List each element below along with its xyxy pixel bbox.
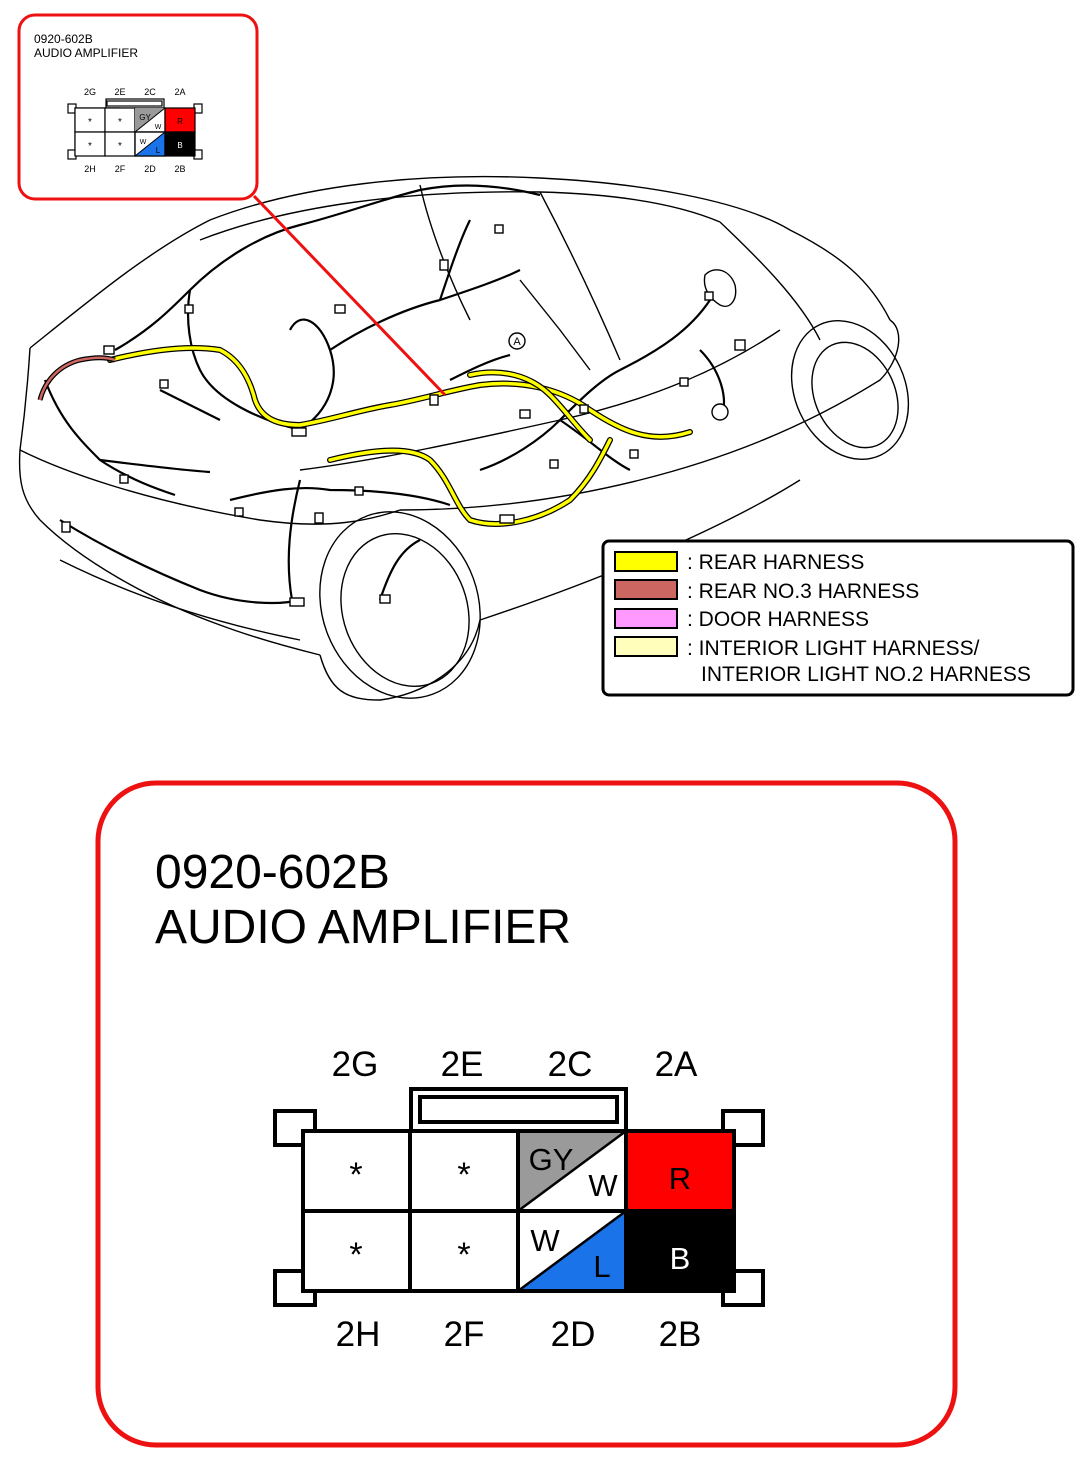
pin-label-2g: 2G [332, 1045, 379, 1084]
cell-2d-lower-label: L [593, 1249, 610, 1284]
pin-label-2f: 2F [444, 1315, 485, 1354]
cell-2e [408, 1129, 520, 1213]
small-pin-2c: 2C [144, 87, 156, 97]
small-pin-2g: 2G [84, 87, 96, 97]
small-pin-2h: 2H [84, 164, 96, 174]
small-cell-2c-lower: W [155, 124, 162, 131]
legend-label-door: : DOOR HARNESS [687, 608, 869, 631]
legend-label-rear-no3: : REAR NO.3 HARNESS [687, 580, 919, 603]
rear-no3-harness [37, 355, 116, 401]
legend-label-interior-light-no2: INTERIOR LIGHT NO.2 HARNESS [701, 663, 1031, 686]
small-cell-2h: * [88, 141, 92, 152]
small-pin-2d: 2D [144, 164, 156, 174]
rear-harness [107, 345, 693, 527]
harness-connectors [61, 224, 746, 607]
large-callout: 0920-602B AUDIO AMPLIFIER 2G 2E 2C 2A 2H… [95, 780, 958, 1448]
small-callout: 0920-602B AUDIO AMPLIFIER 2G 2E 2C 2A 2H… [17, 13, 259, 201]
cell-2b-label: B [670, 1241, 691, 1276]
cell-2c-lower-label: W [588, 1168, 618, 1203]
small-pin-2a: 2A [174, 87, 185, 97]
small-pin-2f: 2F [115, 164, 126, 174]
pin-label-2e: 2E [441, 1045, 484, 1084]
legend-swatch-door [614, 608, 678, 629]
legend-swatch-rear-no3 [614, 579, 678, 600]
callout-marker-label: A [513, 336, 521, 348]
legend-swatch-rear [614, 551, 678, 572]
cell-2e-label: * [457, 1156, 470, 1194]
cell-2a-label: R [669, 1161, 691, 1196]
small-cell-2b: B [177, 141, 182, 150]
legend-swatch-interior-light [614, 636, 678, 657]
legend-label-rear: : REAR HARNESS [687, 551, 864, 574]
pin-label-2a: 2A [655, 1045, 698, 1084]
small-pin-2e: 2E [114, 87, 125, 97]
pin-label-2d: 2D [551, 1315, 596, 1354]
callout-leader-line [252, 194, 447, 397]
small-cell-2d-lower: L [156, 146, 161, 155]
small-cell-2f: * [118, 141, 122, 152]
connector-cells [301, 1129, 736, 1293]
small-part-number: 0920-602B [34, 32, 93, 46]
small-cell-2e: * [118, 117, 122, 128]
pin-label-2c: 2C [548, 1045, 593, 1084]
small-connector-title: AUDIO AMPLIFIER [34, 46, 138, 60]
connector-housing [273, 1087, 765, 1307]
callout-marker-a: A [508, 332, 526, 350]
small-cell-2a: R [177, 117, 183, 126]
small-cell-2c-upper: GY [139, 113, 151, 122]
cell-2d-upper-label: W [530, 1223, 560, 1258]
small-cell-2g: * [88, 117, 92, 128]
cell-2f [408, 1209, 520, 1293]
small-pin-2b: 2B [174, 164, 185, 174]
connector-part-number: 0920-602B [155, 846, 390, 899]
pin-label-2h: 2H [336, 1315, 381, 1354]
cell-2g-label: * [349, 1156, 362, 1194]
small-cell-2d-upper: W [140, 139, 147, 146]
cell-2a [624, 1129, 736, 1213]
black-harness [43, 184, 725, 605]
ground-point-icon [711, 403, 729, 421]
harness-legend: : REAR HARNESS : REAR NO.3 HARNESS : DOO… [601, 539, 1075, 697]
connector-title: AUDIO AMPLIFIER [155, 901, 571, 954]
cell-2f-label: * [457, 1236, 470, 1274]
legend-label-interior-light: : INTERIOR LIGHT HARNESS/ [687, 637, 980, 660]
cell-2h-label: * [349, 1236, 362, 1274]
cell-2c-upper-label: GY [529, 1142, 574, 1177]
pin-label-2b: 2B [659, 1315, 702, 1354]
